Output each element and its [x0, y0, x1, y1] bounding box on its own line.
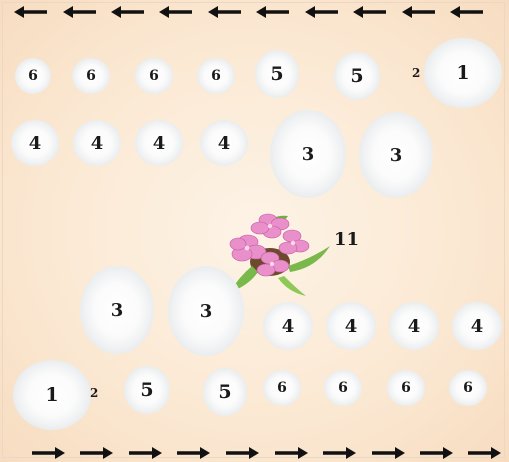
- arrow-left-icon: [13, 5, 49, 19]
- seat-5: 5: [334, 52, 380, 100]
- seat-2-label: 2: [90, 386, 98, 400]
- seat-6: 6: [135, 58, 173, 94]
- seat-5: 5: [255, 50, 299, 98]
- seat-6: 6: [324, 370, 362, 406]
- seat-6: 6: [197, 58, 235, 94]
- arrow-right-icon: [466, 446, 502, 460]
- arrow-right-icon: [127, 446, 163, 460]
- arrow-right-icon: [175, 446, 211, 460]
- seat-1: 1: [13, 360, 91, 430]
- seat-3: 3: [80, 266, 154, 354]
- arrow-left-icon: [158, 5, 194, 19]
- seat-6: 6: [15, 58, 51, 94]
- arrow-left-icon: [62, 5, 98, 19]
- arrow-right-icon: [370, 446, 406, 460]
- seat-5: 5: [124, 366, 170, 414]
- arrow-left-icon: [304, 5, 340, 19]
- seat-3: 3: [270, 110, 346, 198]
- arrow-left-icon: [110, 5, 146, 19]
- arrow-left-icon: [449, 5, 485, 19]
- seat-4: 4: [200, 120, 248, 166]
- seat-6: 6: [72, 58, 110, 94]
- arrow-right-icon: [78, 446, 114, 460]
- seat-3: 3: [359, 112, 433, 198]
- flower-label: 11: [334, 229, 359, 250]
- seat-1: 1: [424, 38, 502, 108]
- seat-4: 4: [73, 120, 121, 166]
- seat-6: 6: [449, 370, 487, 406]
- seat-2-label: 2: [412, 66, 420, 80]
- arrow-right-icon: [418, 446, 454, 460]
- arrow-left-icon: [207, 5, 243, 19]
- seat-4: 4: [11, 120, 59, 166]
- seat-4: 4: [326, 302, 376, 350]
- arrow-right-icon: [321, 446, 357, 460]
- seat-3: 3: [168, 266, 244, 356]
- seat-6: 6: [387, 370, 425, 406]
- arrow-left-icon: [352, 5, 388, 19]
- arrow-left-icon: [401, 5, 437, 19]
- seat-4: 4: [389, 302, 439, 350]
- arrow-right-icon: [273, 446, 309, 460]
- arrow-left-icon: [255, 5, 291, 19]
- arrow-right-icon: [30, 446, 66, 460]
- seat-5: 5: [203, 368, 247, 416]
- arrow-right-icon: [224, 446, 260, 460]
- flower-icon: [226, 206, 332, 296]
- seat-4: 4: [135, 120, 183, 166]
- seat-4: 4: [263, 302, 313, 350]
- seat-4: 4: [452, 302, 502, 350]
- seat-6: 6: [263, 370, 301, 406]
